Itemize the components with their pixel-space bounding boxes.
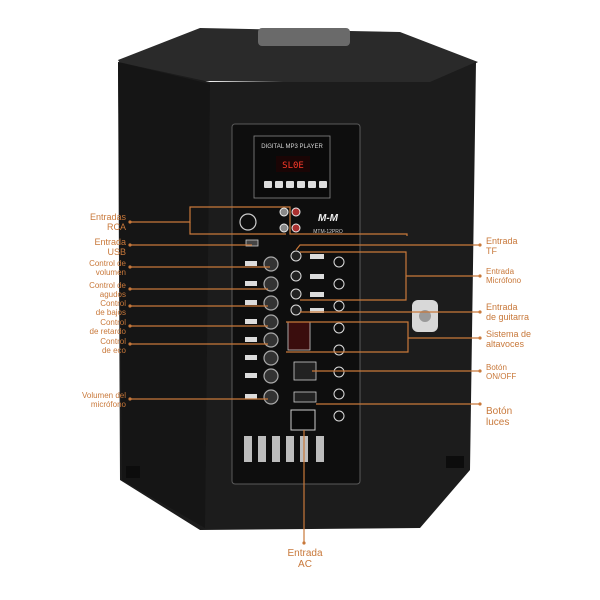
knob[interactable]	[263, 368, 279, 384]
speaker-foot-left	[126, 466, 140, 478]
callout-dots	[128, 220, 482, 545]
label-lights: Botón luces	[486, 406, 513, 428]
label-guitar: Entrada de guitarra	[486, 302, 530, 322]
ac-socket[interactable]	[290, 409, 316, 431]
label-treble: Control de agudos	[89, 281, 126, 299]
control-panel	[231, 123, 361, 485]
echo-knob[interactable]	[263, 350, 279, 366]
bluetooth-icon	[239, 213, 257, 231]
mic-jack-2[interactable]	[290, 288, 302, 300]
player-button[interactable]	[275, 181, 283, 188]
speaker-side	[118, 62, 210, 528]
volume-knob[interactable]	[263, 256, 279, 272]
speaker-foot-right	[446, 456, 464, 468]
label-speakers: Sistema de altavoces	[486, 329, 532, 349]
mic-jack[interactable]	[290, 270, 302, 282]
usb-port[interactable]	[245, 239, 259, 247]
rca-jack-right[interactable]	[291, 207, 301, 217]
brand-logo: M-M	[318, 213, 339, 224]
guitar-jack[interactable]	[290, 304, 302, 316]
bass-knob[interactable]	[263, 295, 279, 311]
model-text: MTM-12PRO	[313, 229, 343, 235]
delay-knob[interactable]	[263, 332, 279, 348]
player-button[interactable]	[297, 181, 305, 188]
mp3-display	[276, 156, 310, 172]
callout-lines	[130, 206, 480, 543]
label-bass: Control de bajos	[95, 299, 126, 317]
label-rca: Entradas RCA	[89, 212, 126, 232]
label-power: Botón ON/OFF	[486, 363, 517, 381]
speaker-handle	[258, 28, 350, 46]
player-button[interactable]	[319, 181, 327, 188]
treble-knob[interactable]	[263, 276, 279, 292]
label-volume: Control de volumen	[89, 259, 126, 277]
mp3-display-text: SL0E	[282, 161, 304, 171]
speaker-terminals[interactable]	[287, 321, 311, 351]
label-delay: Control de retardo	[89, 318, 126, 336]
player-button[interactable]	[264, 181, 272, 188]
player-button[interactable]	[286, 181, 294, 188]
player-button[interactable]	[308, 181, 316, 188]
rca-jack-left[interactable]	[279, 207, 289, 217]
rca-jack-right-2[interactable]	[291, 223, 301, 233]
player-title: DIGITAL MP3 PLAYER	[261, 144, 323, 150]
label-mic: Entrada Micrófono	[486, 267, 522, 285]
label-echo: Control de eco	[100, 337, 126, 355]
knob[interactable]	[263, 314, 279, 330]
lights-switch[interactable]	[293, 391, 317, 403]
rca-jack-left-2[interactable]	[279, 223, 289, 233]
mode-icons	[333, 256, 345, 422]
player-buttons	[264, 181, 327, 188]
speaker-top	[118, 28, 478, 84]
label-tf: Entrada TF	[486, 236, 518, 256]
label-ac: Entrada AC	[287, 548, 323, 570]
tf-slot[interactable]	[290, 250, 302, 262]
side-handle-screw	[419, 310, 431, 322]
mic-volume-knob[interactable]	[263, 389, 279, 405]
label-mic-volume: Volumen del micrófono	[81, 391, 126, 409]
label-usb: Entrada USB	[94, 237, 126, 257]
